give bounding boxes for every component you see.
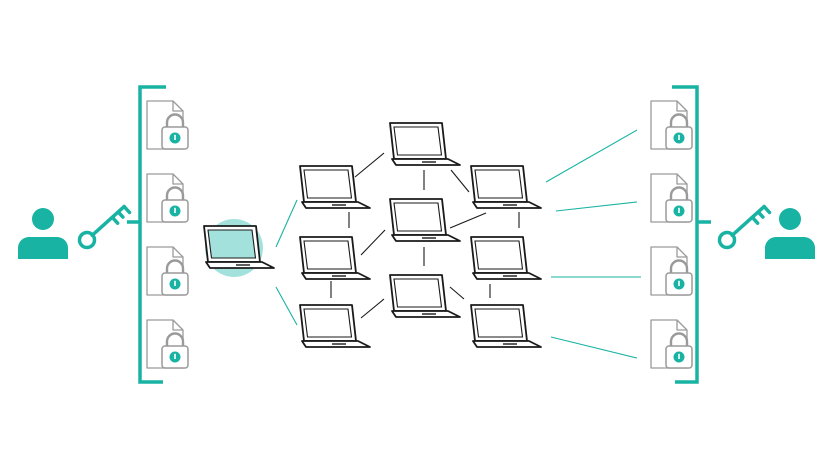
left-user <box>18 208 68 259</box>
locked-document-icon <box>145 99 190 151</box>
locked-document-icon <box>145 245 190 297</box>
mesh-link <box>354 152 385 178</box>
locked-document-icon <box>649 245 694 297</box>
user-icon <box>18 208 68 259</box>
laptop-icon <box>203 225 275 269</box>
user-icon <box>765 208 815 259</box>
mesh-link <box>360 298 385 319</box>
link-right-doc-2 <box>555 201 638 212</box>
left-bracket <box>127 85 166 384</box>
left-document-stack <box>145 99 190 370</box>
right-user <box>765 208 815 259</box>
laptop-icon <box>299 165 371 209</box>
right-bracket <box>672 85 711 384</box>
laptop-icon <box>470 236 542 280</box>
laptop-icon <box>470 304 542 348</box>
laptop-icon <box>470 165 542 209</box>
laptop-icon <box>299 304 371 348</box>
locked-document-icon <box>649 99 694 151</box>
link-hl-to-laptop-3 <box>275 286 298 326</box>
connections-mesh <box>330 152 520 319</box>
key-icon <box>74 199 132 253</box>
connections-teal <box>275 129 641 359</box>
link-hl-to-laptop-1 <box>275 199 298 248</box>
link-right-doc-4 <box>550 336 638 359</box>
sender-laptop <box>203 219 275 277</box>
link-right-doc-1 <box>545 129 638 183</box>
network-laptops <box>299 122 542 348</box>
mesh-link <box>449 212 487 229</box>
mesh-link <box>450 169 470 193</box>
locked-document-icon <box>145 172 190 224</box>
right-document-stack <box>649 99 694 370</box>
laptop-icon <box>389 198 461 242</box>
locked-document-icon <box>145 318 190 370</box>
mesh-link <box>449 286 465 300</box>
locked-document-icon <box>649 318 694 370</box>
key-icon <box>714 199 772 253</box>
laptop-icon <box>389 274 461 318</box>
right-key <box>714 199 772 253</box>
mesh-link <box>360 229 386 256</box>
locked-document-icon <box>649 172 694 224</box>
laptop-icon <box>299 236 371 280</box>
laptop-icon <box>389 122 461 166</box>
left-key <box>74 199 132 253</box>
